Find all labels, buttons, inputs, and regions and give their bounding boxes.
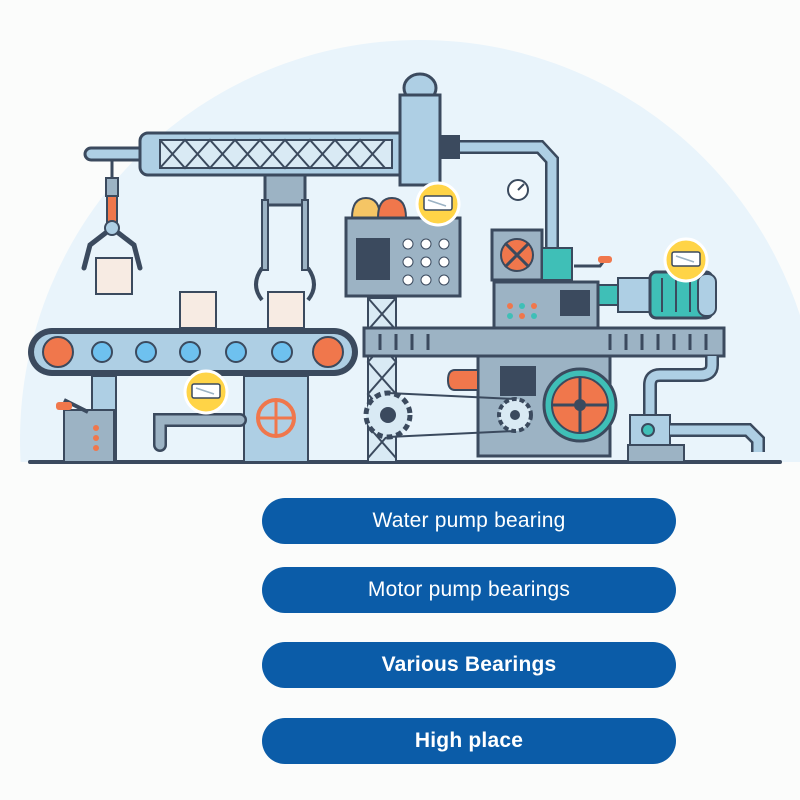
high-place-button[interactable]: High place: [262, 718, 676, 764]
fan-box: [490, 228, 573, 282]
electric-motor-icon: [574, 256, 717, 320]
pressure-gauge-icon: [507, 179, 529, 201]
machine-rail: [362, 326, 726, 358]
package-box: [267, 291, 305, 329]
handwheel-icon: [256, 398, 296, 438]
flywheel: [542, 367, 618, 443]
conveyor-belt: [28, 328, 358, 376]
water-pump-bearing-button[interactable]: Water pump bearing: [262, 498, 676, 544]
crane-arm: [83, 131, 412, 177]
package-box: [179, 291, 217, 329]
control-panel: [344, 216, 462, 298]
bearing-badge-icon: [415, 181, 461, 227]
warning-lamp-icon: [350, 196, 408, 219]
gear-icon: [363, 390, 413, 440]
right-pump: [627, 356, 765, 463]
bearing-badge-icon: [183, 369, 229, 415]
factory-machine-illustration: [20, 40, 800, 480]
motor-pump-bearings-button[interactable]: Motor pump bearings: [262, 567, 676, 613]
vertical-tank: [398, 72, 559, 250]
bearing-badge-icon: [663, 237, 709, 283]
machine-body: [492, 280, 600, 330]
control-lever-icon: [56, 398, 115, 463]
gear-icon: [497, 397, 533, 433]
various-bearings-button[interactable]: Various Bearings: [262, 642, 676, 688]
vertical-claw: [254, 173, 316, 302]
robot-claw-icon: [81, 160, 143, 295]
